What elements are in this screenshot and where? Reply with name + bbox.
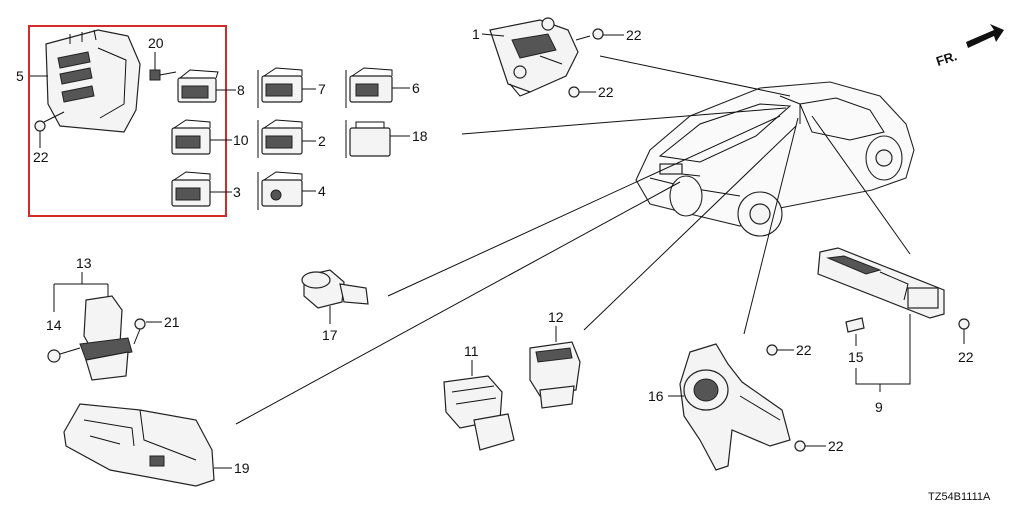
callout-20: 20	[148, 35, 164, 51]
callout-14: 14	[46, 317, 62, 333]
callout-17: 17	[322, 327, 338, 343]
switch-2[interactable]	[257, 119, 303, 158]
switch-panel-bracket[interactable]	[45, 29, 141, 133]
callout-3: 3	[233, 184, 241, 200]
callout-22-f: 22	[958, 349, 974, 365]
callout-15: 15	[848, 349, 864, 365]
switch-12[interactable]	[529, 341, 581, 409]
callout-7: 7	[318, 81, 326, 97]
switch-4[interactable]	[257, 171, 303, 210]
nut-20	[149, 69, 177, 81]
housing-19[interactable]	[63, 403, 215, 487]
front-arrow-icon	[966, 24, 1004, 48]
callout-22-c: 22	[598, 84, 614, 100]
callout-22-b: 22	[626, 27, 642, 43]
callout-22-d: 22	[796, 342, 812, 358]
highlight-box	[28, 25, 227, 217]
light-assembly-9[interactable]	[817, 247, 945, 319]
callout-10: 10	[233, 132, 249, 148]
callout-11: 11	[464, 343, 479, 359]
callout-18: 18	[412, 128, 428, 144]
switch-13[interactable]	[79, 295, 133, 381]
callout-6: 6	[412, 80, 420, 96]
callout-5: 5	[16, 68, 24, 84]
clip-15	[845, 317, 865, 333]
switch-17[interactable]	[301, 269, 369, 309]
switch-7[interactable]	[257, 67, 303, 108]
callout-9: 9	[875, 399, 883, 415]
nut-14	[47, 347, 81, 363]
callout-2: 2	[318, 133, 326, 149]
callout-19: 19	[234, 460, 250, 476]
callout-4: 4	[318, 183, 326, 199]
screw-22-b	[575, 28, 604, 41]
switch-11[interactable]	[443, 375, 515, 451]
callout-13: 13	[76, 255, 92, 271]
screw-22-d	[766, 344, 778, 356]
callout-21: 21	[164, 314, 180, 330]
callout-1: 1	[472, 26, 480, 42]
switch-6[interactable]	[345, 67, 393, 108]
callout-22-e: 22	[828, 438, 844, 454]
sensor-unit-1[interactable]	[489, 17, 579, 97]
screw-22-e	[794, 440, 806, 452]
callout-12: 12	[548, 309, 564, 325]
camera-16[interactable]	[679, 343, 791, 471]
front-label: FR.	[934, 48, 959, 69]
blank-cover-18[interactable]	[345, 120, 391, 158]
screw-22-c	[568, 86, 580, 98]
switch-8[interactable]	[177, 69, 219, 103]
callout-16: 16	[648, 388, 664, 404]
switch-3[interactable]	[171, 171, 211, 207]
switch-10[interactable]	[171, 119, 211, 155]
callout-8: 8	[237, 82, 245, 98]
diagram-code: TZ54B1111A	[928, 491, 991, 503]
callout-22-a: 22	[33, 149, 49, 165]
screw-22-f	[958, 318, 970, 330]
vehicle-illustration	[635, 81, 915, 237]
screw-21	[133, 318, 146, 345]
